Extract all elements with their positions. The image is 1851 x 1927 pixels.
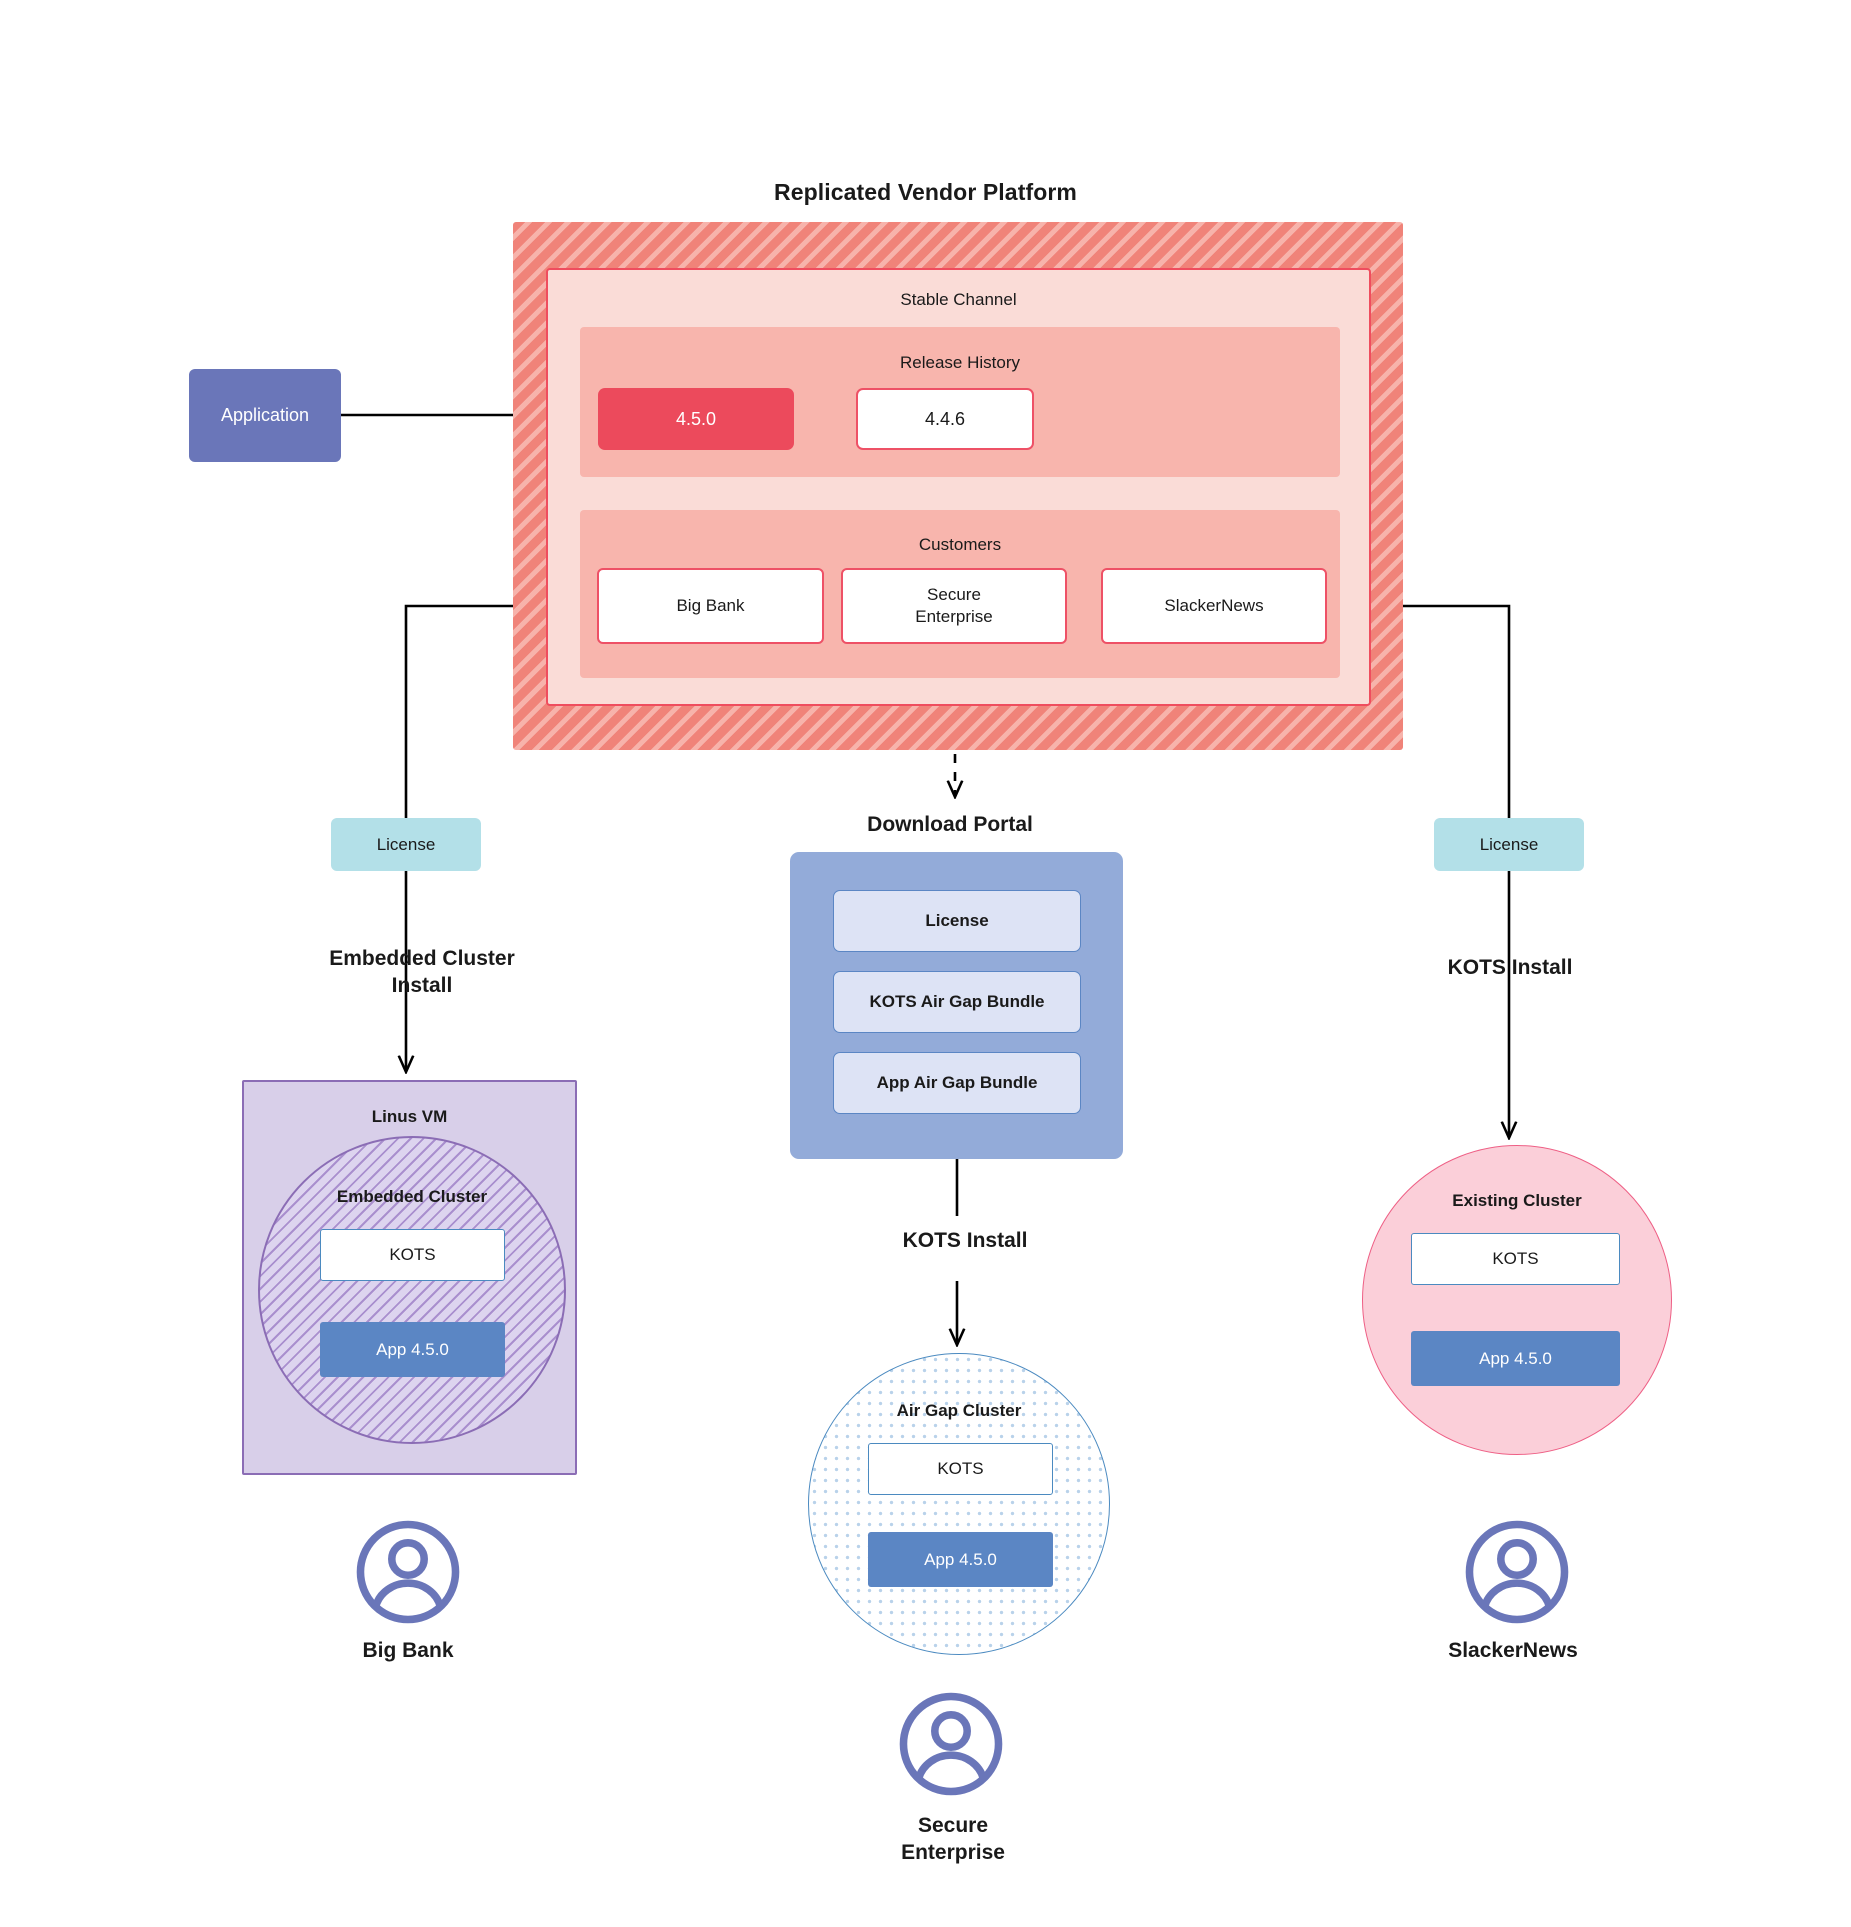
customers-title: Customers — [918, 535, 1002, 554]
label-embedded-cluster-install: Embedded Cluster Install — [329, 947, 515, 997]
existing-cluster-kots-box[interactable]: KOTS — [1411, 1233, 1620, 1285]
user-avatar-icon — [899, 1692, 1003, 1796]
air-gap-cluster-app-box[interactable]: App 4.5.0 — [868, 1532, 1053, 1587]
stable-channel-title: Stable Channel — [900, 290, 1017, 309]
user-avatar-icon — [356, 1520, 460, 1624]
embedded-cluster-kots-box[interactable]: KOTS — [320, 1229, 505, 1281]
customer-card-slackernews[interactable]: SlackerNews — [1101, 568, 1327, 644]
portal-item-license[interactable]: License — [833, 890, 1081, 952]
persona-label-secure-enterprise: Secure Enterprise — [901, 1814, 1005, 1865]
label-kots-install-right: KOTS Install — [1447, 956, 1573, 979]
embedded-cluster-app-box[interactable]: App 4.5.0 — [320, 1322, 505, 1377]
download-portal-title: Download Portal — [867, 813, 1033, 836]
persona-label-slackernews: SlackerNews — [1448, 1639, 1578, 1662]
license-pill-left[interactable]: License — [331, 818, 481, 871]
air-gap-cluster-kots-box[interactable]: KOTS — [868, 1443, 1053, 1495]
linus-vm-title: Linus VM — [371, 1107, 448, 1126]
release-history-title: Release History — [900, 353, 1020, 372]
existing-cluster-app-box[interactable]: App 4.5.0 — [1411, 1331, 1620, 1386]
customer-card-secure-enterprise[interactable]: Secure Enterprise — [841, 568, 1067, 644]
release-card-current[interactable]: 4.5.0 — [598, 388, 794, 450]
portal-item-app-air-gap-bundle[interactable]: App Air Gap Bundle — [833, 1052, 1081, 1114]
embedded-cluster-circle — [258, 1136, 566, 1444]
air-gap-cluster-title: Air Gap Cluster — [896, 1401, 1022, 1420]
release-card-previous[interactable]: 4.4.6 — [856, 388, 1034, 450]
existing-cluster-title: Existing Cluster — [1452, 1191, 1582, 1210]
existing-cluster-circle — [1362, 1145, 1672, 1455]
user-avatar-icon — [1465, 1520, 1569, 1624]
application-box[interactable]: Application — [189, 369, 341, 462]
page-title: Replicated Vendor Platform — [774, 179, 1077, 205]
customer-card-big-bank[interactable]: Big Bank — [597, 568, 824, 644]
air-gap-cluster-circle — [808, 1353, 1110, 1655]
persona-label-big-bank: Big Bank — [362, 1639, 454, 1662]
license-pill-right[interactable]: License — [1434, 818, 1584, 871]
portal-item-kots-air-gap-bundle[interactable]: KOTS Air Gap Bundle — [833, 971, 1081, 1033]
label-kots-install-center: KOTS Install — [902, 1229, 1028, 1252]
embedded-cluster-title: Embedded Cluster — [336, 1187, 488, 1206]
